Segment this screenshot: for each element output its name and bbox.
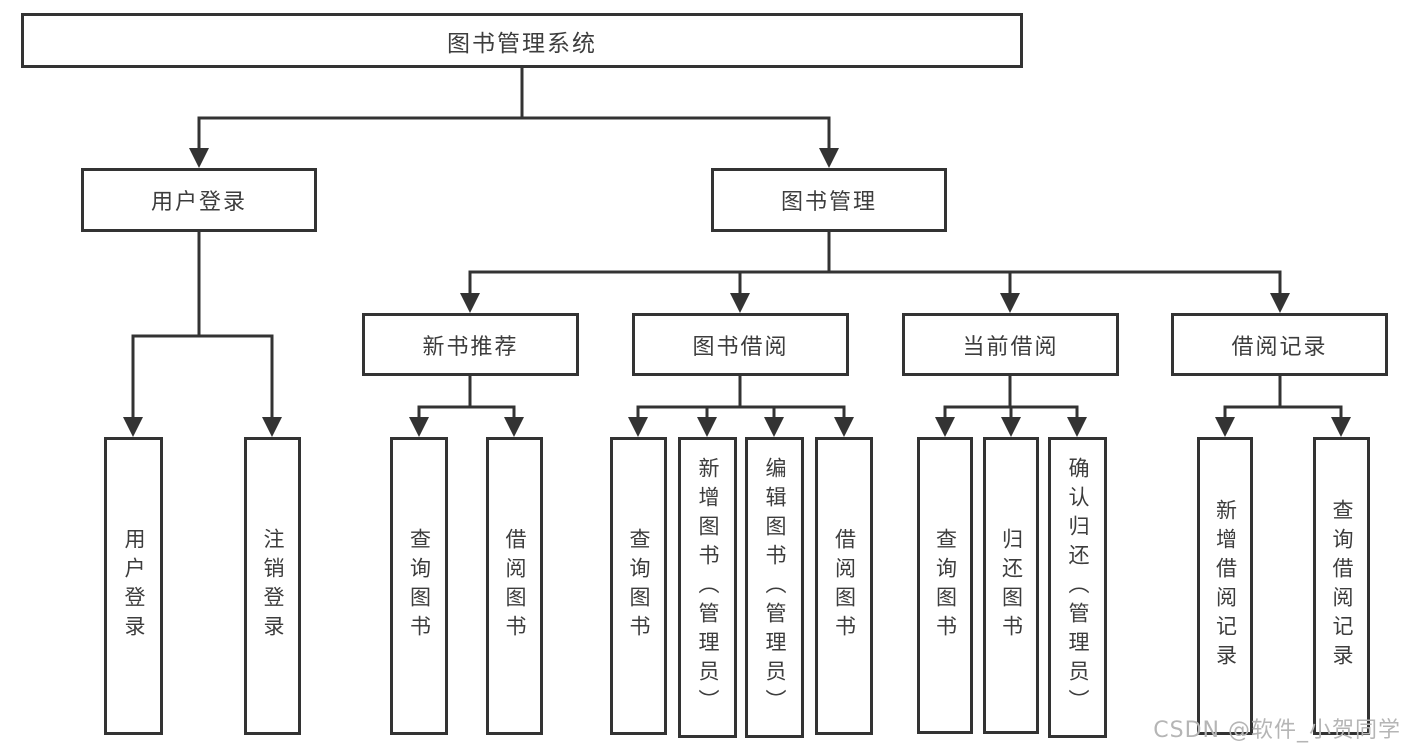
node-label: 借阅记录 — [1231, 334, 1328, 360]
leaf-logout: 注销登录 — [244, 437, 301, 735]
leaf-label: 借阅图书 — [832, 528, 857, 644]
node-library-management-system: 图书管理系统 — [21, 13, 1023, 68]
leaf-query-books-current: 查询图书 — [917, 437, 973, 734]
leaf-query-books-recommendation: 查询图书 — [390, 437, 448, 735]
node-label: 新书推荐 — [422, 334, 519, 360]
node-user-login: 用户登录 — [81, 168, 317, 232]
leaf-label: 注销登录 — [261, 528, 285, 644]
leaf-borrow-books-borrowing: 借阅图书 — [815, 437, 873, 735]
leaf-label: 借阅图书 — [503, 528, 527, 644]
connector-new-book-recommendation-children — [409, 376, 524, 437]
connector-book-borrowing-children — [628, 376, 854, 437]
node-borrowing-records: 借阅记录 — [1171, 313, 1388, 376]
leaf-label: 用户登录 — [122, 528, 146, 644]
leaf-query-borrow-record: 查询借阅记录 — [1313, 437, 1370, 735]
leaf-confirm-return-admin: 确认归还（管理员） — [1048, 437, 1107, 738]
leaf-label: 查询图书 — [407, 528, 432, 644]
csdn-watermark: CSDN @软件_小贺同学 — [1153, 718, 1401, 743]
leaf-label: 查询图书 — [933, 527, 958, 644]
leaf-user-login: 用户登录 — [104, 437, 163, 735]
leaf-label: 编辑图书（管理员） — [763, 457, 787, 718]
leaf-label: 查询借阅记录 — [1330, 499, 1354, 673]
leaf-add-borrow-record: 新增借阅记录 — [1197, 437, 1253, 735]
connector-borrowing-records-children — [1215, 376, 1351, 437]
node-book-borrowing: 图书借阅 — [632, 313, 849, 376]
node-label: 图书管理系统 — [447, 30, 597, 57]
leaf-label: 确认归还（管理员） — [1066, 457, 1090, 718]
node-label: 图书借阅 — [692, 334, 789, 360]
node-label: 图书管理 — [780, 190, 877, 215]
leaf-return-books: 归还图书 — [983, 437, 1039, 734]
node-new-book-recommendation: 新书推荐 — [362, 313, 579, 376]
node-label: 用户登录 — [150, 190, 247, 215]
connector-book-management-children — [460, 232, 1290, 313]
leaf-query-books-borrowing: 查询图书 — [610, 437, 667, 735]
leaf-borrow-books-recommendation: 借阅图书 — [486, 437, 543, 735]
connector-current-borrowing-children — [935, 376, 1087, 437]
leaf-label: 查询图书 — [627, 528, 651, 644]
leaf-label: 归还图书 — [999, 527, 1024, 644]
node-label: 当前借阅 — [962, 334, 1059, 360]
leaf-label: 新增图书（管理员） — [696, 457, 720, 718]
leaf-add-book-admin: 新增图书（管理员） — [678, 437, 737, 738]
leaf-edit-book-admin: 编辑图书（管理员） — [745, 437, 804, 738]
connector-user-login-children — [123, 232, 282, 437]
node-current-borrowing: 当前借阅 — [902, 313, 1119, 376]
node-book-management: 图书管理 — [711, 168, 947, 232]
connector-root-to-level2 — [189, 68, 839, 168]
leaf-label: 新增借阅记录 — [1213, 499, 1238, 673]
